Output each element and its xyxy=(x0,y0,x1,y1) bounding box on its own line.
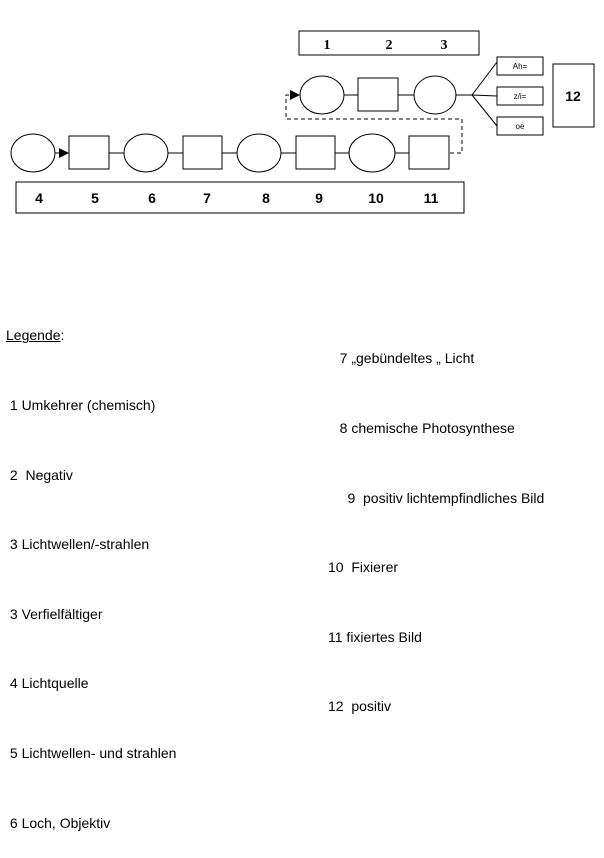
legend-left-column: Legende: 1 Umkehrer (chemisch) 2 Negativ… xyxy=(6,278,176,858)
legend-item-3-verfielfaeltiger: 3 Verfielfältiger xyxy=(6,605,103,622)
legend-item-6-loch: 6 Loch, Objektiv xyxy=(6,814,111,831)
label-7: 7 xyxy=(203,190,211,206)
lower-square-3 xyxy=(295,135,336,170)
upper-circle-1 xyxy=(299,75,345,115)
legend-title: Legende xyxy=(6,327,61,344)
legend-item-12-positiv: 12 positiv xyxy=(328,698,392,715)
label-6: 6 xyxy=(148,190,156,206)
legend-item-5-lichtwellen: 5 Lichtwellen- und strahlen xyxy=(6,745,177,762)
box-12 xyxy=(552,63,595,128)
output-label-ah: Ah= xyxy=(513,62,528,71)
process-diagram: 1 2 3 Ah= z/i= oe 12 4 5 6 7 8 9 10 11 xyxy=(10,30,595,214)
branch-line xyxy=(471,61,498,96)
legend-item-7-licht: 7 „gebündeltes „ Licht xyxy=(328,350,475,367)
legend-item-2-negativ: 2 Negativ xyxy=(6,466,73,483)
label-3: 3 xyxy=(441,38,448,53)
legend-item-4-lichtquelle: 4 Lichtquelle xyxy=(6,675,89,692)
label-4: 4 xyxy=(35,190,43,206)
label-12: 12 xyxy=(565,88,581,104)
label-8: 8 xyxy=(262,190,270,206)
label-1: 1 xyxy=(324,38,331,53)
arrowhead xyxy=(59,148,69,158)
output-box-zli xyxy=(496,86,544,106)
label-10: 10 xyxy=(368,190,384,206)
lower-square-4 xyxy=(408,135,450,170)
lower-circle-2 xyxy=(123,133,169,173)
branch-line xyxy=(471,94,498,127)
legend-right-column: 7 „gebündeltes „ Licht 8 chemische Photo… xyxy=(328,301,544,742)
label-9: 9 xyxy=(315,190,323,206)
lower-circle-start xyxy=(10,133,56,173)
dashed-return-path xyxy=(285,94,463,154)
label-11: 11 xyxy=(424,190,439,206)
top-number-box xyxy=(298,30,480,56)
output-label-oe: oe xyxy=(516,122,525,131)
legend-item-3-lichtwellen: 3 Lichtwellen/-strahlen xyxy=(6,536,150,553)
legend-heading: Legende: xyxy=(6,324,176,347)
legend-item-11-fixiertes-bild: 11 fixiertes Bild xyxy=(328,628,422,645)
lower-square-1 xyxy=(68,135,110,170)
lower-circle-3 xyxy=(236,133,282,173)
output-box-ah xyxy=(496,56,544,76)
output-box-oe xyxy=(496,116,544,136)
label-5: 5 xyxy=(91,190,99,206)
legend-item-8-photosynthese: 8 chemische Photosynthese xyxy=(328,420,515,437)
arrowhead xyxy=(290,90,300,100)
branch-line xyxy=(471,94,498,97)
bottom-number-box xyxy=(15,181,465,214)
lower-circle-4 xyxy=(348,133,396,173)
label-2: 2 xyxy=(386,38,393,53)
legend-colon: : xyxy=(60,327,65,344)
legend-item-10-fixierer: 10 Fixierer xyxy=(328,559,399,576)
legend-item-9-bild: 9 positiv lichtempfindliches Bild xyxy=(328,489,545,506)
upper-square xyxy=(357,77,399,112)
output-label-zli: z/i= xyxy=(514,92,527,101)
upper-circle-2 xyxy=(413,75,457,115)
lower-square-2 xyxy=(182,135,223,170)
legend-item-1-umkehrer: 1 Umkehrer (chemisch) xyxy=(6,397,156,414)
